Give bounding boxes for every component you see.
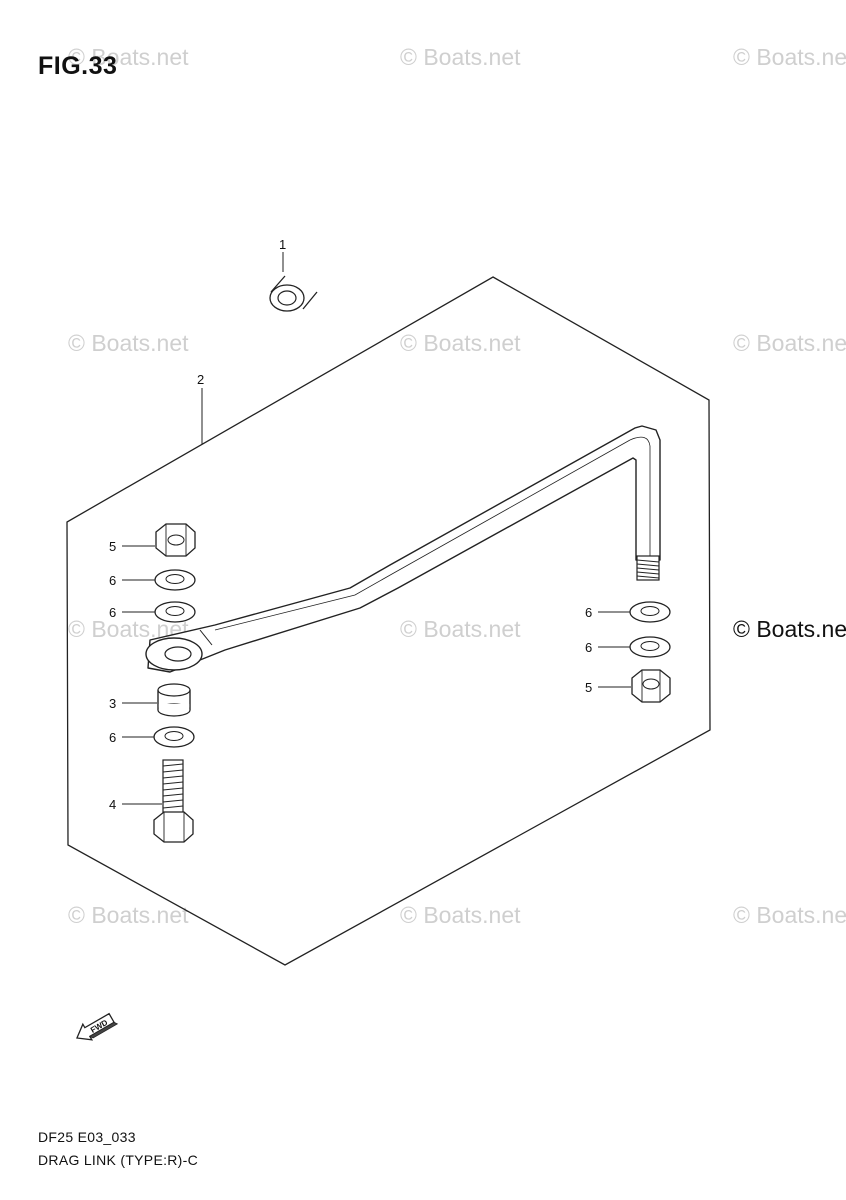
part-6-washer-right-1: [629, 601, 671, 623]
part-1-bushing: [268, 271, 319, 325]
part-6-washer-right-2: [629, 636, 671, 658]
callout-6: 6: [585, 640, 592, 655]
diagram-code: DF25 E03_033: [38, 1129, 136, 1145]
watermark: © Boats.net: [733, 902, 846, 928]
callout-6: 6: [109, 730, 116, 745]
watermark-dark: © Boats.net: [733, 616, 846, 642]
assembly-outline: [66, 276, 711, 966]
callout-6: 6: [109, 573, 116, 588]
part-3-collar: [157, 683, 191, 717]
callout-4: 4: [109, 797, 116, 812]
callout-3: 3: [109, 696, 116, 711]
watermark: © Boats.net: [733, 330, 846, 356]
callout-6: 6: [585, 605, 592, 620]
part-5-nut-left: [155, 523, 196, 557]
callout-1: 1: [279, 237, 286, 252]
watermark: © Boats.net: [400, 616, 521, 642]
callout-5: 5: [109, 539, 116, 554]
watermark: © Boats.net: [68, 902, 189, 928]
callout-6: 6: [109, 605, 116, 620]
part-6-washer-left-3: [153, 726, 195, 748]
figure-title: FIG.33: [38, 52, 118, 80]
watermark: © Boats.net: [400, 44, 521, 70]
diagram-caption: DRAG LINK (TYPE:R)-C: [38, 1152, 199, 1168]
callout-2: 2: [197, 372, 204, 387]
part-5-nut-right: [631, 669, 671, 703]
watermark: © Boats.net: [400, 902, 521, 928]
part-6-washer-left-2: [154, 601, 196, 623]
part-2-drag-link: [145, 425, 661, 673]
watermark: © Boats.net: [68, 330, 189, 356]
callout-5: 5: [585, 680, 592, 695]
part-4-bolt: [153, 759, 194, 843]
fwd-arrow-icon: FWD: [76, 1012, 119, 1041]
watermark: © Boats.net: [733, 44, 846, 70]
watermark: © Boats.net: [400, 330, 521, 356]
watermark: © Boats.net: [68, 44, 189, 70]
part-6-washer-left-1: [154, 569, 196, 591]
